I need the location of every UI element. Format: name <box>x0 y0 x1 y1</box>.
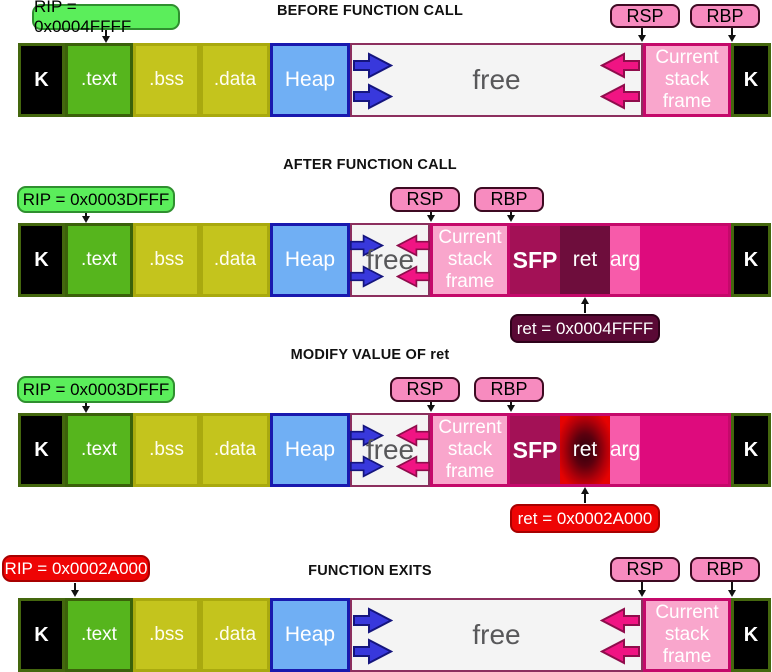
left-arrow-icon <box>396 263 430 290</box>
rip-label: RIP = 0x0002A000 <box>2 555 150 582</box>
ret-pointer-arrow <box>580 297 589 313</box>
rbp-label: RBP <box>690 4 760 28</box>
memory-bar: K .text .bss .data Heap free Current sta… <box>18 43 771 117</box>
stack-frame-segment: Current stack frame <box>430 223 510 297</box>
rsp-pointer-arrow <box>426 212 435 222</box>
panel-title: BEFORE FUNCTION CALL <box>276 3 464 19</box>
old-stack-segment <box>640 413 731 487</box>
rsp-pointer-arrow <box>637 28 646 42</box>
sfp-segment: SFP <box>510 223 560 297</box>
rip-label: RIP = 0x0003DFFF <box>17 186 175 213</box>
data-segment: .data <box>200 223 270 297</box>
text-segment: .text <box>65 223 133 297</box>
heap-segment: Heap <box>270 43 350 117</box>
stack-frame-segment: Current stack frame <box>430 413 510 487</box>
rsp-label: RSP <box>610 557 680 582</box>
ret-segment: ret <box>560 223 610 297</box>
rbp-pointer-arrow <box>727 28 736 42</box>
rbp-label: RBP <box>690 557 760 582</box>
rip-label: RIP = 0x0003DFFF <box>17 376 175 403</box>
right-arrow-icon <box>353 607 393 634</box>
panel-title: MODIFY VALUE OF ret <box>290 347 450 363</box>
right-arrow-icon <box>350 422 384 449</box>
ret-value-label: ret = 0x0004FFFF <box>510 314 660 343</box>
left-arrow-icon <box>600 638 640 665</box>
ret-segment-modified: ret <box>560 413 610 487</box>
rsp-label: RSP <box>390 377 460 402</box>
rbp-pointer-arrow <box>506 402 515 412</box>
kernel-segment: K <box>18 223 65 297</box>
free-label: free <box>365 434 415 465</box>
left-arrow-icon <box>600 83 640 110</box>
free-segment: free <box>350 43 643 117</box>
ret-pointer-arrow <box>580 487 589 503</box>
arg-segment: arg <box>610 223 640 297</box>
data-segment: .data <box>200 598 270 672</box>
rbp-label: RBP <box>474 187 544 212</box>
rip-pointer-arrow <box>81 403 90 413</box>
rsp-pointer-arrow <box>637 582 646 597</box>
kernel-segment: K <box>731 413 771 487</box>
data-segment: .data <box>200 413 270 487</box>
heap-segment: Heap <box>270 598 350 672</box>
free-label: free <box>472 619 521 650</box>
text-segment: .text <box>65 413 133 487</box>
kernel-segment: K <box>18 598 65 672</box>
arg-segment: arg <box>610 413 640 487</box>
bss-segment: .bss <box>133 598 200 672</box>
memory-bar: K .text .bss .data Heap free Current sta… <box>18 223 771 297</box>
rbp-pointer-arrow <box>506 212 515 222</box>
free-segment: free <box>350 223 430 297</box>
left-arrow-icon <box>600 607 640 634</box>
free-segment: free <box>350 598 643 672</box>
stack-frame-segment: Current stack frame <box>643 598 731 672</box>
rbp-pointer-arrow <box>727 582 736 597</box>
bss-segment: .bss <box>133 413 200 487</box>
free-label: free <box>365 244 415 275</box>
text-segment: .text <box>65 598 133 672</box>
memory-bar: K .text .bss .data Heap free Current sta… <box>18 413 771 487</box>
kernel-segment: K <box>18 413 65 487</box>
stack-frame-segment: Current stack frame <box>643 43 731 117</box>
rip-pointer-arrow <box>70 583 79 597</box>
right-arrow-icon <box>353 52 393 79</box>
bss-segment: .bss <box>133 223 200 297</box>
rbp-label: RBP <box>474 377 544 402</box>
right-arrow-icon <box>350 232 384 259</box>
rip-pointer-arrow <box>101 30 110 43</box>
kernel-segment: K <box>731 598 771 672</box>
kernel-segment: K <box>731 43 771 117</box>
ret-value-label: ret = 0x0002A000 <box>510 504 660 533</box>
left-arrow-icon <box>396 453 430 480</box>
old-stack-segment <box>640 223 731 297</box>
panel-title: FUNCTION EXITS <box>308 563 432 579</box>
data-segment: .data <box>200 43 270 117</box>
rsp-label: RSP <box>390 187 460 212</box>
left-arrow-icon <box>396 422 430 449</box>
right-arrow-icon <box>353 83 393 110</box>
rsp-label: RSP <box>610 4 680 28</box>
free-label: free <box>472 64 521 95</box>
panel-title: AFTER FUNCTION CALL <box>283 157 457 173</box>
left-arrow-icon <box>396 232 430 259</box>
sfp-segment: SFP <box>510 413 560 487</box>
heap-segment: Heap <box>270 413 350 487</box>
bss-segment: .bss <box>133 43 200 117</box>
heap-segment: Heap <box>270 223 350 297</box>
kernel-segment: K <box>18 43 65 117</box>
memory-bar: K .text .bss .data Heap free Current sta… <box>18 598 771 672</box>
right-arrow-icon <box>350 453 384 480</box>
right-arrow-icon <box>350 263 384 290</box>
left-arrow-icon <box>600 52 640 79</box>
rsp-pointer-arrow <box>426 402 435 412</box>
right-arrow-icon <box>353 638 393 665</box>
text-segment: .text <box>65 43 133 117</box>
rip-label: RIP = 0x0004FFFF <box>32 0 180 36</box>
kernel-segment: K <box>731 223 771 297</box>
rip-pointer-arrow <box>81 213 90 223</box>
free-segment: free <box>350 413 430 487</box>
